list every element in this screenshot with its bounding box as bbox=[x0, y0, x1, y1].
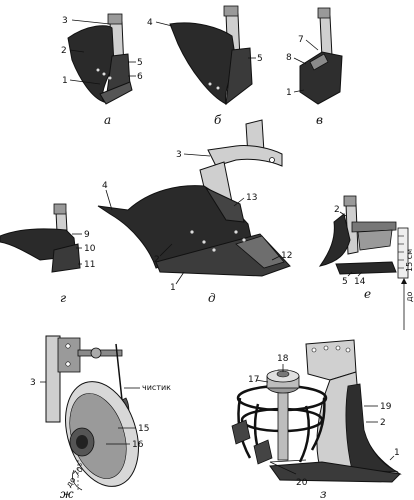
panel-a-label-1: 1 bbox=[62, 76, 68, 86]
panel-a-moldboard bbox=[67, 25, 115, 103]
panel-d-label-4: 4 bbox=[102, 181, 108, 191]
panel-zh-label-cleaner: чистик bbox=[142, 383, 171, 392]
panel-zh-beam bbox=[45, 335, 61, 423]
panel-d-caption: д bbox=[208, 291, 216, 305]
panel-v-label-8: 8 bbox=[286, 53, 292, 63]
panel-b-moldboard bbox=[169, 22, 237, 105]
panel-d: 3 4 13 2 12 1 д bbox=[97, 119, 292, 305]
panel-d-label-1: 1 bbox=[170, 283, 176, 293]
panel-zh-label-15: 15 bbox=[138, 424, 149, 434]
panel-d-label-2: 2 bbox=[154, 255, 160, 265]
panel-z-share bbox=[269, 461, 402, 483]
panel-g-label-10: 10 bbox=[84, 244, 96, 254]
panel-d-label-3: 3 bbox=[176, 150, 182, 160]
panel-v-caption: в bbox=[316, 113, 323, 127]
panel-v-body bbox=[299, 51, 343, 105]
panel-g-label-11: 11 bbox=[84, 260, 95, 270]
panel-e-dim-15cm: 15 см bbox=[405, 249, 414, 272]
panel-e-label-5: 5 bbox=[342, 277, 348, 287]
panel-z-label-19: 19 bbox=[380, 402, 392, 412]
panel-z-caption: з bbox=[320, 487, 327, 500]
panel-b-label-5: 5 bbox=[257, 54, 263, 64]
panel-d-landside bbox=[204, 186, 245, 223]
panel-a-label-6: 6 bbox=[137, 72, 143, 82]
panel-e-caption: е bbox=[364, 287, 371, 301]
panel-e-label-14: 14 bbox=[354, 277, 366, 287]
panel-z: 18 17 19 2 1 20 з bbox=[231, 339, 402, 500]
panel-zh: 3 чистик 15 16 до 70° ж bbox=[30, 335, 171, 500]
panel-z-label-17: 17 bbox=[248, 375, 259, 385]
panel-b: 4 5 б bbox=[147, 5, 263, 127]
panel-v-label-7: 7 bbox=[298, 35, 304, 45]
panel-a-label-3: 3 bbox=[62, 16, 68, 26]
panel-d-label-13: 13 bbox=[246, 193, 257, 203]
panel-e-label-2: 2 bbox=[334, 205, 340, 215]
panel-b-caption: б bbox=[214, 113, 222, 127]
panel-e: 2 5 14 15 см до е bbox=[318, 195, 414, 330]
panel-zh-label-3: 3 bbox=[30, 378, 36, 388]
panel-a-label-2: 2 bbox=[61, 46, 67, 56]
panel-a: 3 2 5 6 1 а bbox=[61, 13, 143, 127]
panel-d-label-12: 12 bbox=[281, 251, 292, 261]
panel-e-frame bbox=[351, 221, 397, 233]
panel-z-label-1: 1 bbox=[394, 448, 400, 458]
panel-g-label-9: 9 bbox=[84, 230, 90, 240]
panel-zh-label-16: 16 bbox=[132, 440, 144, 450]
panel-z-label-2: 2 bbox=[380, 418, 386, 428]
panel-v-plate bbox=[309, 53, 329, 71]
panel-d-standard bbox=[207, 145, 283, 167]
panel-v: 7 8 1 в bbox=[286, 7, 343, 127]
panel-g-caption: г bbox=[60, 291, 66, 305]
panel-g: 9 10 11 г bbox=[0, 203, 96, 305]
panel-zh-caption: ж bbox=[60, 487, 74, 500]
panel-a-share bbox=[99, 81, 133, 105]
panel-e-ruler bbox=[397, 227, 409, 279]
panel-b-label-4: 4 bbox=[147, 18, 153, 28]
panel-a-caption: а bbox=[104, 113, 111, 127]
panel-b-frog bbox=[225, 47, 253, 106]
panel-a-label-5: 5 bbox=[137, 58, 143, 68]
panel-z-label-20: 20 bbox=[296, 478, 308, 488]
panel-e-moldboard bbox=[318, 213, 351, 267]
panel-e-dim-do: до bbox=[405, 291, 414, 302]
panel-z-label-18: 18 bbox=[277, 354, 289, 364]
panel-e-subsoiler bbox=[335, 261, 397, 275]
panel-v-label-1: 1 bbox=[286, 88, 292, 98]
